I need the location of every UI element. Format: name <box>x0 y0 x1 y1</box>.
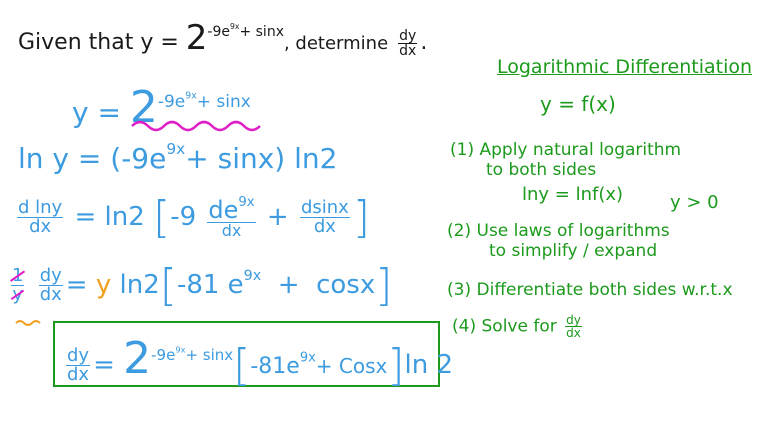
answer-exp-tail: + sinx <box>185 345 234 364</box>
question-y: y = <box>140 30 186 55</box>
frac-den: dx <box>29 216 52 237</box>
line4-cos: cosx <box>316 270 376 300</box>
frac-num: dy <box>565 313 582 327</box>
frac-num: de <box>208 195 239 224</box>
line4-y: y <box>95 270 112 300</box>
question: Given that y = 2-9e9x+ sinx, determine d… <box>18 18 427 58</box>
frac-sup: 9x <box>238 195 255 211</box>
line3-a: -9 <box>170 202 197 232</box>
step-number: (4) <box>452 316 477 337</box>
answer-eq: = <box>93 350 115 380</box>
bracket-close: ] <box>387 340 405 391</box>
question-exp-sup: 9x <box>230 22 240 32</box>
pink-underline <box>131 120 261 132</box>
step-text-2: to simplify / expand <box>489 241 658 261</box>
question-exp-tail: + sinx <box>239 24 284 41</box>
line2-sup: 9x <box>166 140 186 158</box>
condition: y > 0 <box>670 192 719 213</box>
step-number: (3) <box>447 280 472 300</box>
line1-exp-tail: + sinx <box>196 91 251 112</box>
frac-den: dx <box>221 220 242 240</box>
question-exp: -9e <box>207 24 230 41</box>
bracket-open: [ <box>159 260 177 311</box>
question-end: . <box>420 30 428 55</box>
notes-func: y = f(x) <box>540 92 616 116</box>
working-line-2: ln y = (-9e9x+ sinx) ln2 <box>18 140 337 175</box>
frac-num: dsinx <box>299 197 350 218</box>
frac-num: dy <box>398 27 418 44</box>
ln-equation: lny = lnf(x) <box>522 184 624 205</box>
step-3: (3) Differentiate both sides w.r.t.x <box>447 280 733 300</box>
answer-ln: ln 2 <box>404 350 454 380</box>
line3-eq: = ln2 <box>74 202 145 232</box>
answer-sup: 9x <box>299 350 316 366</box>
answer-base: 2 <box>123 333 152 384</box>
bracket-close: ] <box>352 192 370 243</box>
step-number: (2) <box>447 221 472 241</box>
line4-eq: = <box>65 270 88 300</box>
frac-den: dx <box>399 42 417 59</box>
line3-plus: + <box>266 202 289 232</box>
line2-lhs: ln y <box>18 141 69 175</box>
step-text: Differentiate both sides w.r.t.x <box>476 280 733 300</box>
line1-exp: -9e <box>157 91 186 112</box>
line2-a: (-9e <box>110 141 167 175</box>
bracket-open: [ <box>153 192 171 243</box>
answer-b: + Cosx <box>315 354 388 378</box>
step-text: Solve for <box>481 316 557 337</box>
answer-exp: -9e <box>151 345 176 364</box>
frac-den: dx <box>39 284 62 305</box>
question-mid: , determine <box>283 33 389 54</box>
step-text: Use laws of logarithms <box>476 221 670 241</box>
frac-den: y <box>12 284 24 305</box>
frac-den: dx <box>67 364 90 385</box>
line4-a: -81 e <box>176 270 244 300</box>
step-2: (2) Use laws of logarithms to simplify /… <box>447 221 670 261</box>
line2-b: + sinx) ln2 <box>185 141 338 175</box>
step-1: (1) Apply natural logarithm to both side… <box>450 140 681 180</box>
line4-sup: 9x <box>243 268 262 285</box>
working-line-1: y = 2-9e9x+ sinx <box>72 82 251 133</box>
answer-exp-sup: 9x <box>175 344 186 355</box>
answer-a: -81e <box>250 354 300 379</box>
frac-den: dx <box>313 216 336 237</box>
frac-num: dy <box>38 265 63 286</box>
de9x-dx-fraction: de9x dx <box>207 195 256 240</box>
step-text: Apply natural logarithm <box>479 140 682 160</box>
notes-title: Logarithmic Differentiation <box>497 56 753 78</box>
line1-lhs: y = <box>72 96 121 129</box>
line2-eq: = <box>77 141 102 175</box>
frac-den: dx <box>566 326 581 340</box>
line4-plus: + <box>277 270 300 300</box>
frac-num: dy <box>66 345 91 366</box>
step-text-2: to both sides <box>486 160 597 180</box>
question-prefix: Given that <box>18 30 134 55</box>
bracket-open: [ <box>233 340 251 391</box>
frac-num: d lny <box>17 197 64 218</box>
orange-squiggle <box>15 320 41 326</box>
bracket-close: ] <box>375 260 393 311</box>
question-base: 2 <box>185 18 208 58</box>
line1-exp-sup: 9x <box>185 90 197 102</box>
step-number: (1) <box>450 140 475 160</box>
line4-ln: ln2 <box>119 270 160 300</box>
